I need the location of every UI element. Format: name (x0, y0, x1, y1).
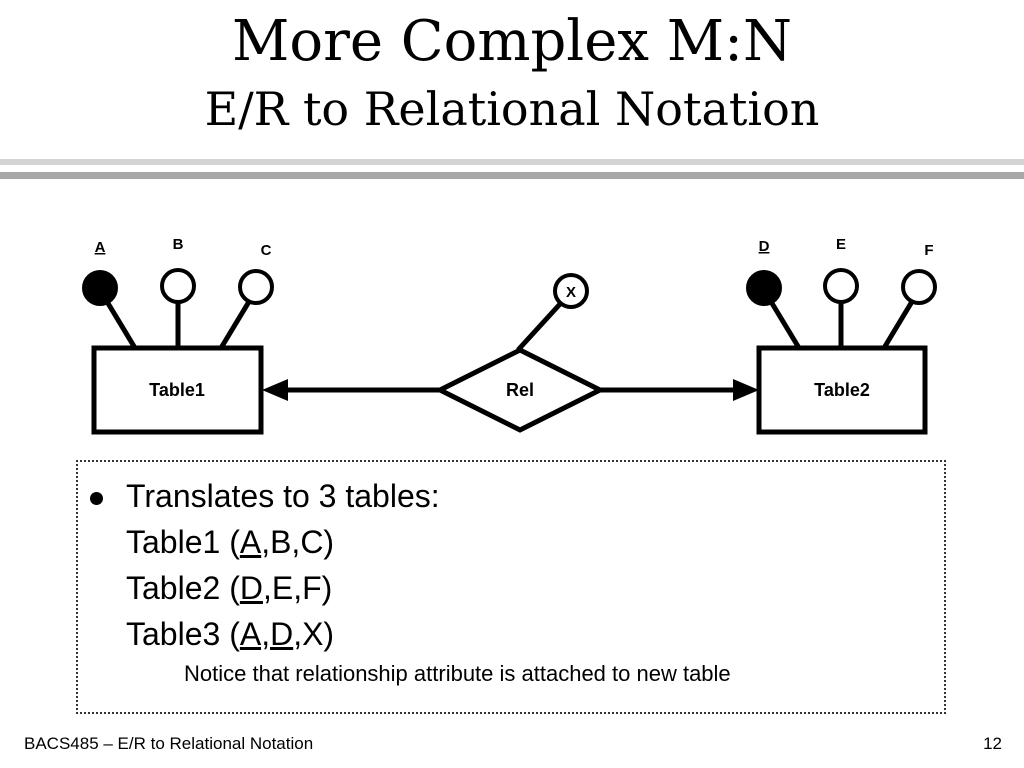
entity-table2-label: Table2 (814, 380, 870, 400)
attribute-f-label: F (924, 242, 933, 259)
entity-table1-box (91, 345, 264, 435)
table3-schema: Table3 (A,D,X) (126, 614, 334, 654)
attribute-f-circle (901, 269, 937, 305)
table3-key: A,D (239, 616, 294, 652)
bullet-dot-icon (90, 492, 103, 505)
table1-key: A (239, 524, 262, 560)
key-attribute-d-circle (746, 270, 782, 306)
attribute-e-circle (823, 268, 859, 304)
left-arrowhead (262, 379, 288, 401)
title-divider-mid (0, 165, 1024, 169)
table3-rest: ,X) (293, 616, 335, 652)
attribute-c-circle (238, 269, 274, 305)
entity-table1-label: Table1 (149, 380, 205, 400)
footer-page-number: 12 (983, 734, 1002, 753)
table1-rest: ,B,C) (261, 524, 335, 560)
notice-text: Notice that relationship attribute is at… (184, 661, 731, 686)
table2-key: D (239, 570, 263, 606)
attribute-b-label: B (173, 236, 184, 253)
er-diagram: A B C D E F X Table1 Table2 Rel (0, 159, 1024, 435)
title-divider-top (0, 159, 1024, 165)
translation-box: Translates to 3 tables: Table1 (A,B,C) T… (76, 460, 946, 714)
slide-subtitle: E/R to Relational Notation (204, 82, 820, 136)
title-divider-bottom (0, 172, 1024, 179)
footer-course-title: BACS485 – E/R to Relational Notation (24, 734, 314, 753)
table2-schema: Table2 (D,E,F) (126, 568, 332, 608)
attribute-d-label: D (759, 238, 770, 255)
table2-name: Table2 ( (126, 570, 240, 606)
table1-name: Table1 ( (126, 524, 240, 560)
key-attribute-a-circle (82, 270, 118, 306)
relationship-attribute-x-label: X (566, 284, 576, 301)
entity-table2-box (756, 345, 928, 435)
attribute-b-circle (160, 268, 196, 304)
relationship-diamond (434, 347, 606, 433)
table1-schema: Table1 (A,B,C) (126, 522, 334, 562)
bullet-heading: Translates to 3 tables: (126, 478, 440, 514)
relationship-label: Rel (506, 380, 534, 400)
table3-name: Table3 ( (126, 616, 240, 652)
table2-rest: ,E,F) (262, 570, 333, 606)
slide-title: More Complex M:N (232, 9, 792, 74)
attribute-c-label: C (261, 242, 272, 259)
relationship-attribute-x-circle (553, 273, 589, 309)
attribute-a-label: A (95, 239, 106, 256)
attribute-e-label: E (836, 236, 846, 253)
right-arrowhead (733, 379, 759, 401)
